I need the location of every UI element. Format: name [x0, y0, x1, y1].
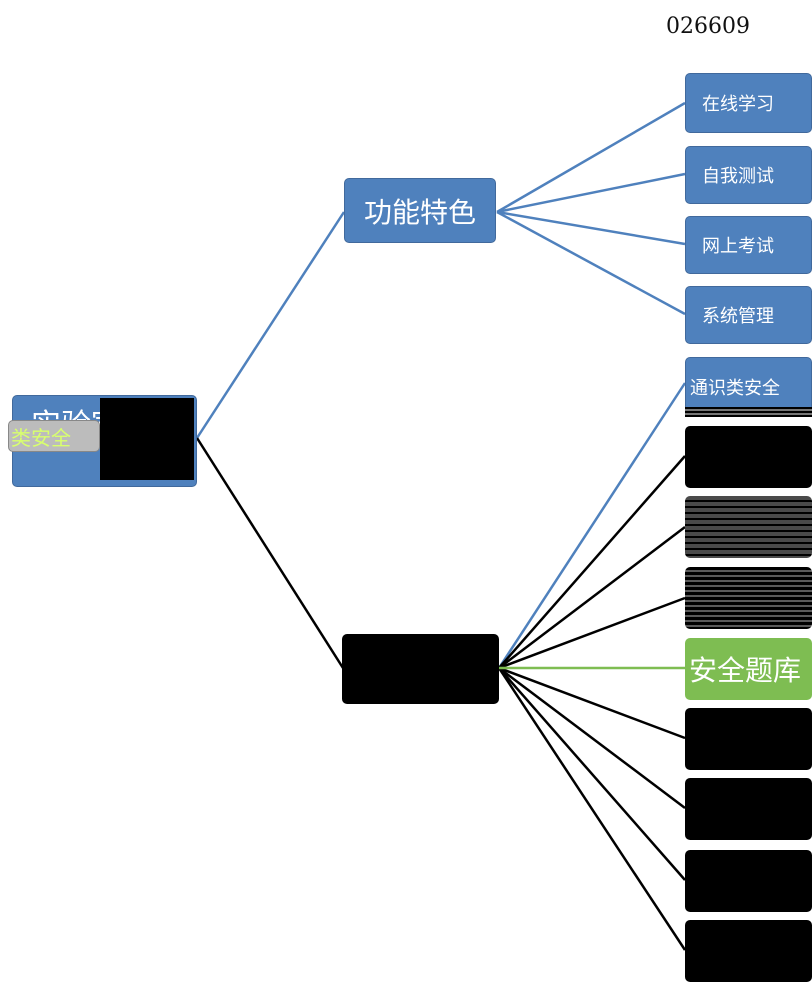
edge-bank-9: [497, 667, 687, 951]
edge-root-features: [195, 211, 346, 439]
edge-bank-8: [498, 667, 686, 881]
edge-bank-4: [498, 596, 686, 670]
leaf-general-safety[interactable]: 通识类安全: [685, 357, 812, 412]
leaf-self-test[interactable]: 自我测试: [685, 146, 812, 204]
edge-bank-2: [498, 455, 686, 669]
root-overlay-label: 类安全: [8, 420, 100, 452]
leaf-question-bank[interactable]: 安全题库: [685, 638, 812, 700]
leaf-online-learning[interactable]: 在线学习: [685, 73, 812, 133]
root-redacted-block: [100, 398, 194, 480]
leaf-system-management[interactable]: 系统管理: [685, 286, 812, 344]
edge-bank-3: [498, 526, 686, 669]
edge-bank-7: [498, 667, 686, 809]
leaf-bank-6[interactable]: [685, 708, 812, 770]
leaf-bank-9[interactable]: [685, 920, 812, 982]
leaf-bank-stripe-divider: [685, 407, 812, 417]
leaf-bank-4[interactable]: [685, 567, 812, 629]
edge-features-3: [496, 210, 686, 246]
leaf-bank-8[interactable]: [685, 850, 812, 912]
edge-bank-6: [498, 666, 686, 740]
page-number: 026609: [666, 14, 750, 39]
leaf-bank-7[interactable]: [685, 778, 812, 840]
features-node[interactable]: 功能特色: [344, 178, 496, 243]
edge-features-2: [496, 172, 686, 214]
question-bank-category-node[interactable]: [342, 634, 499, 704]
leaf-bank-2[interactable]: [685, 426, 812, 488]
leaf-bank-3[interactable]: [685, 496, 812, 558]
leaf-online-exam[interactable]: 网上考试: [685, 216, 812, 274]
edge-features-1: [496, 101, 686, 214]
edge-root-bank: [195, 437, 345, 669]
edge-bank-1: [497, 382, 687, 669]
edge-features-4: [496, 210, 686, 316]
